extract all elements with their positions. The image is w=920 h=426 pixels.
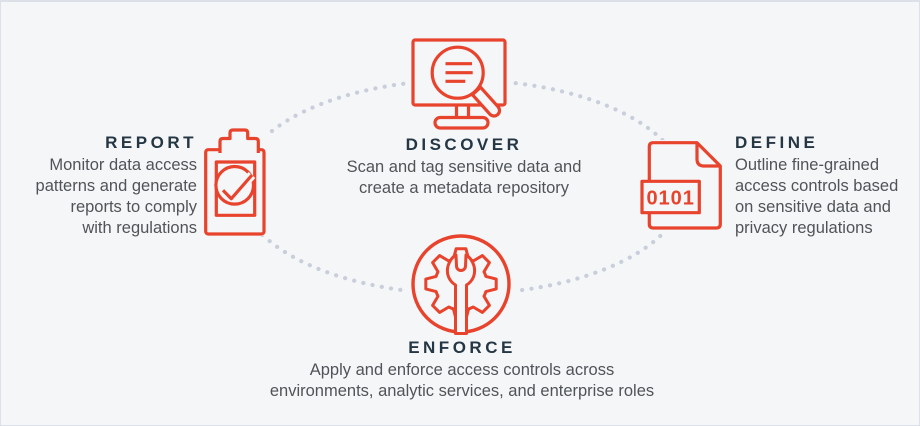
file-outline-shape bbox=[647, 141, 722, 230]
step-report-line: patterns and generate bbox=[35, 177, 197, 195]
magnifier-handle-shape bbox=[470, 85, 502, 118]
step-define-title: DEFINE bbox=[735, 133, 819, 152]
wrench-shape bbox=[445, 253, 477, 335]
gear-wrench-icon bbox=[407, 233, 515, 337]
monitor-stand-shape bbox=[454, 105, 471, 118]
step-define-line: privacy regulations bbox=[735, 219, 873, 237]
step-report: REPORT Monitor data access patterns and … bbox=[19, 132, 197, 239]
checkmark-shape bbox=[221, 173, 254, 201]
gear-shape bbox=[424, 247, 498, 321]
step-enforce-line: Apply and enforce access controls across bbox=[309, 361, 615, 379]
step-report-line: with regulations bbox=[82, 219, 197, 237]
binary-text: 0101 bbox=[646, 188, 695, 210]
step-enforce-title: ENFORCE bbox=[408, 338, 516, 357]
monitor-base-shape bbox=[433, 115, 490, 130]
step-discover-line: create a metadata repository bbox=[358, 179, 570, 197]
file-fold-shape bbox=[695, 142, 721, 168]
step-define-line: Outline fine-grained bbox=[735, 156, 880, 174]
binary-box-shape bbox=[640, 179, 701, 215]
clipboard-clip-shape bbox=[218, 128, 260, 153]
step-enforce-line: environments, analytic services, and ent… bbox=[269, 382, 655, 400]
step-define-line: on sensitive data and bbox=[735, 198, 891, 216]
step-report-line: Monitor data access bbox=[49, 156, 197, 174]
step-report-title: REPORT bbox=[105, 133, 197, 152]
step-discover: DISCOVER Scan and tag sensitive data and… bbox=[311, 134, 617, 199]
step-discover-line: Scan and tag sensitive data and bbox=[346, 158, 582, 176]
binary-file-icon: 0101 bbox=[639, 140, 727, 232]
monitor-screen-shape bbox=[411, 38, 507, 107]
screen-magnifier-icon bbox=[409, 34, 509, 130]
step-define-line: access controls based bbox=[735, 177, 899, 195]
step-enforce: ENFORCE Apply and enforce access control… bbox=[212, 337, 712, 402]
clipboard-check-icon bbox=[202, 128, 268, 236]
step-discover-title: DISCOVER bbox=[405, 135, 523, 154]
text-lines-shape bbox=[445, 62, 473, 83]
step-define: DEFINE Outline fine-grained access contr… bbox=[735, 132, 917, 239]
step-report-line: reports to comply bbox=[70, 198, 197, 216]
